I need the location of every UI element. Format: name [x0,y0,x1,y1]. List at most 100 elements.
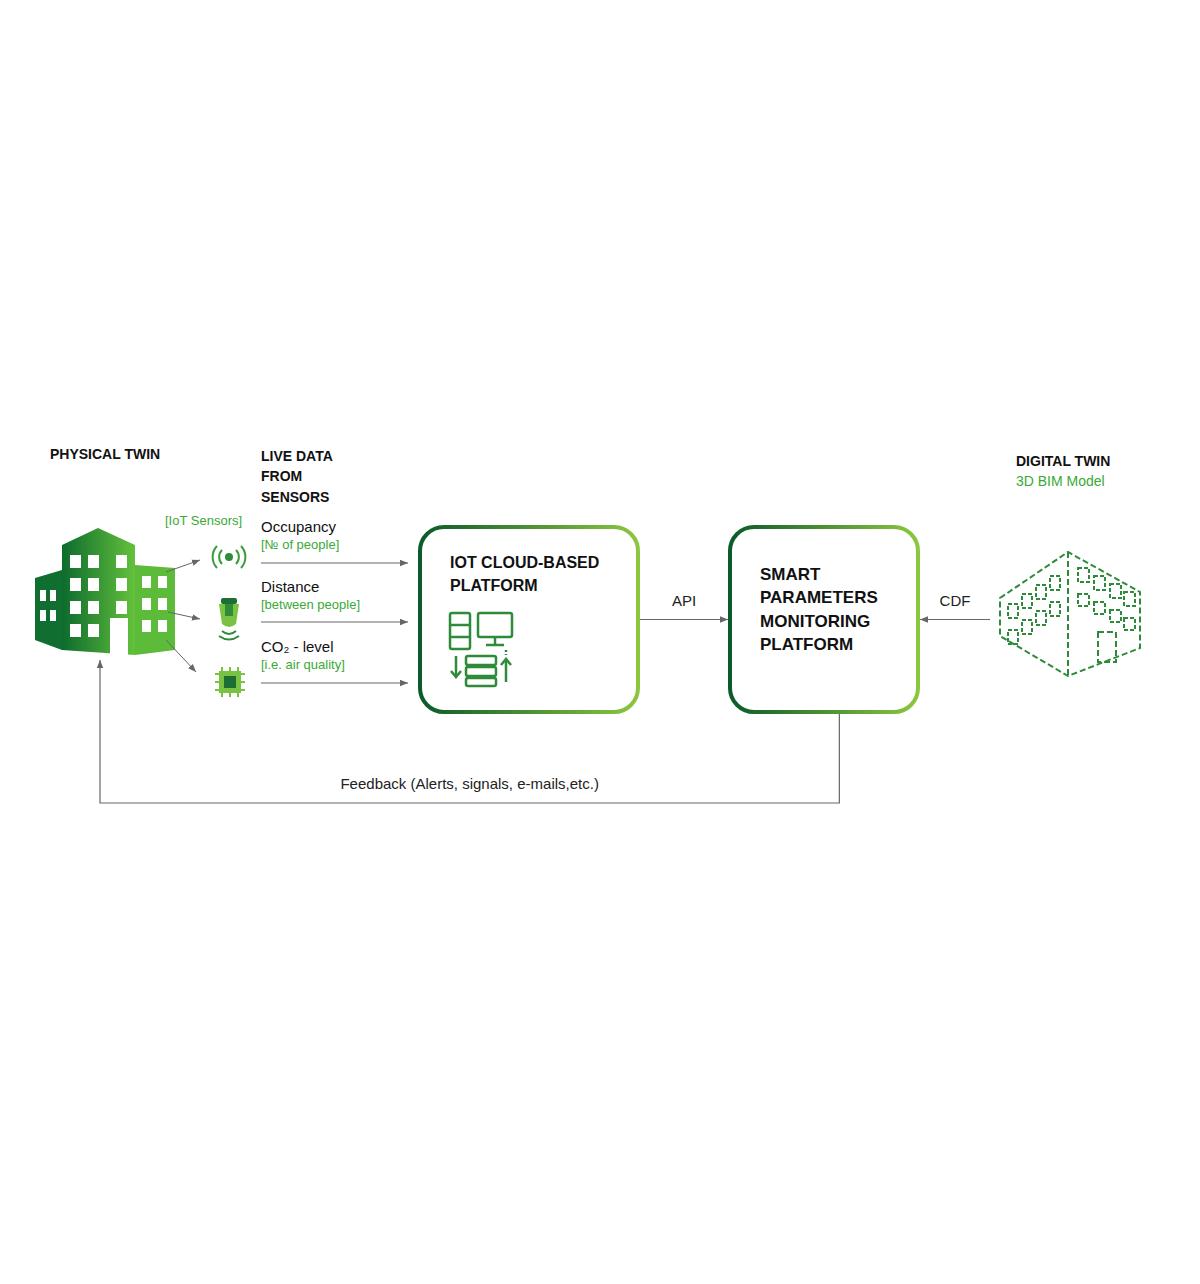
occupancy-sensor-icon [225,553,233,561]
section-heading: LIVE DATA FROM SENSORS [261,446,373,507]
building-window [40,590,46,601]
bim-model-drawing [1078,568,1089,582]
co2-sensor-icon [215,689,219,691]
building-window [40,555,167,637]
node-title: SMART PARAMETERS MONITORING PLATFORM [760,563,900,657]
building-window [40,610,46,621]
bim-model-drawing [1094,576,1105,590]
data-name-label: Distance [261,578,319,596]
platform-box: SMART PARAMETERS MONITORING PLATFORM [728,525,920,714]
building-window [116,578,127,591]
cloud-server-icon [450,624,470,627]
co2-sensor-icon [215,681,219,683]
sensor-data-line [261,622,408,623]
cloud-server-icon [450,636,470,639]
building-window [70,601,81,614]
sensor-data-line [261,683,408,684]
building-window [50,610,56,621]
node-subtitle: 3D BIM Model [1016,472,1150,492]
edge-label: Feedback (Alerts, signals, e-mails,etc.) [336,775,602,792]
cloud-server-icon [455,656,458,676]
sensor-link [166,560,200,572]
distance-sensor-icon [219,636,239,640]
building-window [70,624,81,637]
building-illustration [35,570,62,650]
flow-arrow [920,619,990,620]
building-window [88,578,99,591]
bim-model-drawing [1110,610,1121,622]
node-title: PHYSICAL TWIN [50,445,185,465]
co2-sensor-icon [215,667,245,697]
occupancy-sensor-icon [241,546,245,568]
cloud-server-icon [478,613,512,637]
distance-sensor-icon [222,631,236,634]
building-illustration [62,528,135,655]
data-name-label: Occupancy [261,518,336,536]
building-illustration [110,618,128,655]
building-window [158,620,167,632]
bim-model-drawing [1036,611,1046,625]
bim-model-drawing [1050,602,1060,616]
distance-sensor-icon [221,598,237,604]
bim-model-drawing [1008,630,1018,644]
occupancy-sensor-icon [236,550,239,564]
occupancy-sensor-icon [219,550,222,564]
co2-sensor-icon [237,693,239,697]
building-window [70,578,81,591]
building-window [88,555,99,568]
building-window [88,601,99,614]
building-window [50,590,56,601]
bim-model-drawing [1022,594,1032,608]
co2-sensor-icon [241,673,245,675]
building-window [142,620,151,632]
data-note: [between people] [261,597,360,613]
data-note: [№ of people] [261,537,339,553]
co2-sensor-icon [229,693,231,697]
cloud-server-icon [466,678,496,686]
sensor-data-line [261,563,408,683]
bim-model-drawing [1124,592,1135,606]
cloud-server-icon [505,660,508,682]
cloud-server-icon [501,659,511,665]
bim-model-drawing [1098,632,1116,662]
bim-model-drawing [1124,618,1135,630]
building-window [158,598,167,610]
node-title: IOT CLOUD-BASED PLATFORM [450,551,620,597]
twin-block: PHYSICAL TWIN [35,445,185,660]
building-window [70,555,81,568]
bim-model-drawing [1000,552,1140,676]
co2-sensor-icon [237,667,239,671]
cloud-server-icon [505,650,508,655]
bim-model-drawing [1050,576,1060,590]
co2-sensor-icon [221,667,223,671]
cloud-server-icon [451,671,461,677]
cloud-server-icon [466,667,496,676]
building-window [116,601,127,614]
bim-model-drawing [1067,552,1069,576]
bim-model-drawing [1094,602,1105,614]
data-note: [i.e. air quality] [261,657,345,673]
cloud-server-icon [494,637,497,644]
cloud-server-icon [450,613,512,686]
bim-model-drawing [1000,552,1140,676]
co2-sensor-icon [221,693,223,697]
co2-sensor-icon [241,681,245,683]
sensor-link [166,560,200,672]
occupancy-sensor-icon [213,546,246,568]
edge-label: CDF [936,592,975,609]
building-window [158,576,167,588]
platform-box: IOT CLOUD-BASED PLATFORM [418,525,640,714]
co2-sensor-icon [224,676,236,688]
building-window [142,598,151,610]
box-outline [418,525,640,714]
co2-sensor-icon [219,671,241,693]
flow-arrow [640,619,728,620]
building-illustration [135,565,175,655]
building-window [116,555,127,568]
co2-sensor-icon [215,673,219,675]
building-illustration [35,528,175,655]
bim-model-drawing [1008,604,1018,618]
